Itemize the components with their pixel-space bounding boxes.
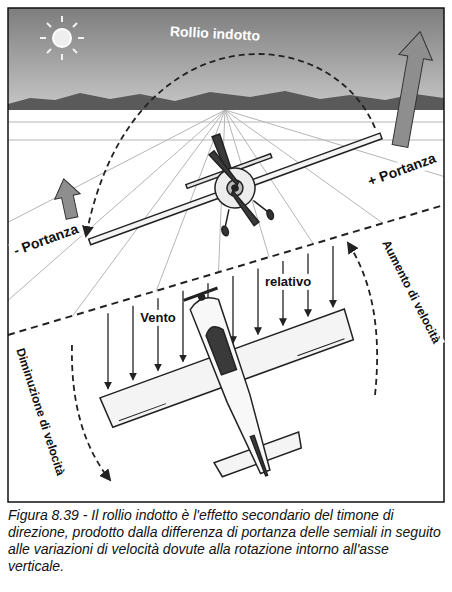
lift-arrow-up (383, 29, 437, 149)
label: Diminuzione di velocità (11, 343, 69, 480)
top-plane (78, 250, 388, 520)
lift-arrow-small (51, 176, 85, 221)
speed-arrow (348, 243, 377, 395)
label: Vento (137, 310, 178, 326)
wind-arrow (132, 306, 133, 380)
wind-arrow (282, 261, 283, 325)
wind-arrow (232, 276, 233, 343)
label: Aumento di velocità (377, 235, 445, 349)
speed-arrow (72, 345, 110, 480)
sky (8, 8, 444, 112)
divider-line (8, 205, 444, 335)
caption: Figura 8.39 - Il rollio indotto è l'effe… (8, 507, 444, 575)
wind-arrow (257, 268, 258, 334)
ground (8, 110, 444, 335)
label: relativo (262, 274, 314, 290)
front-plane (70, 82, 395, 280)
frame (8, 8, 444, 502)
wind-arrow (332, 246, 333, 307)
mountains (8, 91, 444, 112)
wind-arrow (182, 291, 183, 362)
roll-arc (86, 54, 375, 236)
sun (40, 16, 84, 60)
wind-arrow (107, 313, 108, 389)
